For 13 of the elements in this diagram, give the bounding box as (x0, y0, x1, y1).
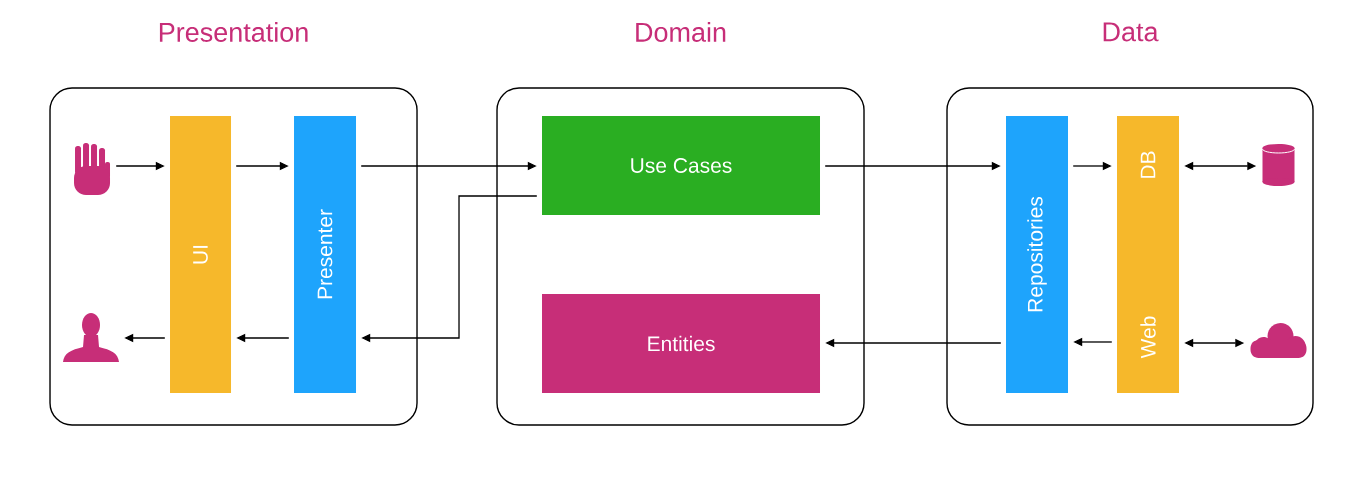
layer-heading: Data (1103, 22, 1159, 42)
layer-heading: Domain (636, 22, 726, 42)
component-bar: Repositories (1006, 116, 1068, 393)
component-box: Entities (542, 294, 820, 393)
hand-icon (74, 143, 110, 195)
component-box: Use Cases (542, 116, 820, 215)
cloud-icon (1250, 323, 1307, 358)
component-bar: Presenter (294, 116, 356, 393)
component-bar: DB Web (1117, 116, 1179, 393)
component-bar: UI (170, 116, 231, 393)
person-icon (63, 313, 119, 362)
layer-heading: Presentation (159, 22, 308, 42)
database-icon (1262, 144, 1295, 186)
